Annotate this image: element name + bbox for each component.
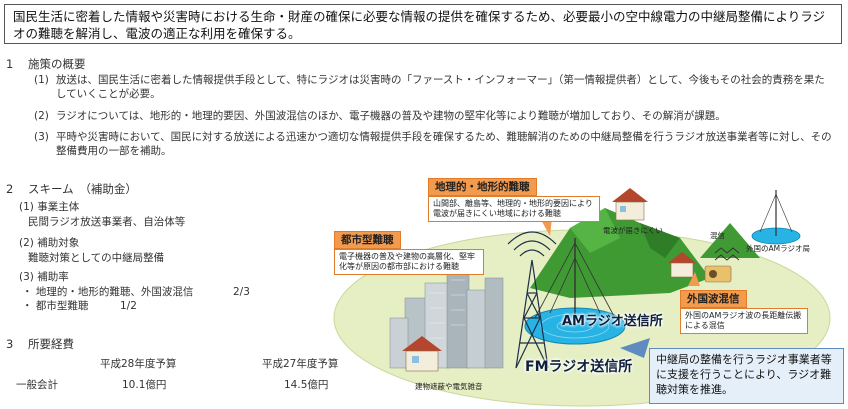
weak-signal-tag: 電波が届きにくい (603, 226, 663, 235)
section1-item-3: (3) 平時や災害時において、国民に対する放送による迅速かつ適切な情報提供手段を… (34, 130, 834, 158)
fm-transmitter-icon (515, 259, 549, 369)
geo-callout: 地理的・地形的難聴 山間部、離島等、地理的・地形的要因により電波が届きにくい地域… (428, 178, 600, 222)
city-house-icon (402, 336, 442, 372)
section1-title: 1 施策の概要 (6, 56, 86, 72)
urban-callout: 都市型難聴 電子機器の普及や建物の高層化、堅牢化等が原因の都市部における難聴 (334, 231, 484, 275)
scheme-line-rate-geo: ・ 地理的・地形的難聴、外国波混信 (22, 286, 194, 298)
item-text: 放送は、国民生活に密着した情報提供手段として、特にラジオは災害時の「ファースト・… (56, 74, 825, 100)
section3-title-text: 所要経費 (28, 337, 74, 351)
urban-callout-body: 電子機器の普及や建物の高層化、堅牢化等が原因の都市部における難聴 (334, 249, 484, 275)
scheme-line-target-heading: (2) 補助対象 (19, 237, 80, 249)
scheme-line-rate-urban-value: 1/2 (120, 300, 137, 312)
right-house-icon (668, 252, 696, 278)
section1-item-2: (2) ラジオについては、地形的・地理的要因、外国波混信のほか、電子機器の普及や… (34, 109, 834, 123)
mountain-house-icon (612, 188, 648, 221)
interference-tag: 混信 (710, 231, 725, 240)
foreign-station-tag: 外国のAMラジオ局 (746, 244, 810, 253)
radio-receiver-icon (704, 265, 732, 283)
scheme-line-entity: 民間ラジオ放送事業者、自治体等 (28, 216, 186, 228)
section1-item-1: (1) 放送は、国民生活に密着した情報提供手段として、特にラジオは災害時の「ファ… (34, 73, 834, 101)
budget-value-fy27: 14.5億円 (284, 379, 329, 391)
urban-callout-title: 都市型難聴 (334, 231, 401, 249)
budget-col-fy27: 平成27年度予算 (262, 358, 339, 370)
am-transmitter-icon (534, 238, 616, 326)
geo-callout-title: 地理的・地形的難聴 (428, 178, 537, 196)
building-window-grid (430, 279, 465, 339)
foreign-am-station-icon (751, 190, 801, 245)
building-noise-tag: 建物遮蔽や電気雑音 (415, 382, 483, 391)
foreign-callout-pointer (688, 272, 700, 286)
fm-station-label: FMラジオ送信所 (525, 359, 633, 375)
foreign-callout-title: 外国波混信 (680, 290, 747, 308)
budget-row-label: 一般会計 (16, 379, 58, 391)
section3-number: 3 (6, 337, 14, 351)
scheme-line-entity-heading: (1) 事業主体 (19, 201, 80, 213)
item-text: 平時や災害時において、国民に対する放送による迅速かつ適切な情報提供手段を確保する… (56, 131, 832, 157)
goal-box: 国民生活に密着した情報や災害時における生命・財産の確保に必要な情報の提供を確保す… (4, 4, 842, 44)
support-note: 中継局の整備を行うラジオ事業者等に支援を行うことにより、ラジオ難聴対策を推進。 (649, 348, 844, 404)
interference-icon (714, 247, 740, 261)
scheme-line-rate-heading: (3) 補助率 (19, 271, 69, 283)
foreign-callout-body: 外国のAMラジオ波の長距離伝搬による混信 (680, 308, 808, 334)
section1-title-text: 施策の概要 (28, 57, 86, 71)
scheme-line-rate-geo-value: 2/3 (233, 286, 250, 298)
item-number: (3) (34, 131, 49, 143)
budget-value-fy28: 10.1億円 (122, 379, 167, 391)
am-station-label: AMラジオ送信所 (562, 314, 663, 329)
blue-arrow-icon (620, 338, 650, 358)
geo-callout-body: 山間部、離島等、地理的・地形的要因により電波が届きにくい地域における難聴 (428, 196, 600, 222)
section2-title-text: スキーム （補助金） (28, 182, 137, 196)
foreign-callout: 外国波混信 外国のAMラジオ波の長距離伝搬による混信 (680, 290, 808, 334)
scheme-line-rate-urban: ・ 都市型難聴 (22, 300, 89, 312)
item-number: (1) (34, 74, 49, 86)
section3-title: 3 所要経費 (6, 336, 74, 352)
section2-title: 2 スキーム （補助金） (6, 181, 137, 197)
section1-number: 1 (6, 57, 14, 71)
budget-col-fy28: 平成28年度予算 (100, 358, 177, 370)
fm-signal-waves-icon (507, 231, 557, 257)
radio-coverage-diagram: 地理的・地形的難聴 山間部、離島等、地理的・地形的要因により電波が届きにくい地域… (320, 168, 846, 409)
item-text: ラジオについては、地形的・地理的要因、外国波混信のほか、電子機器の普及や建物の堅… (56, 110, 726, 122)
geo-callout-pointer (540, 218, 552, 236)
scheme-line-target: 難聴対策としての中継局整備 (28, 252, 165, 264)
item-number: (2) (34, 110, 49, 122)
section2-number: 2 (6, 182, 14, 196)
